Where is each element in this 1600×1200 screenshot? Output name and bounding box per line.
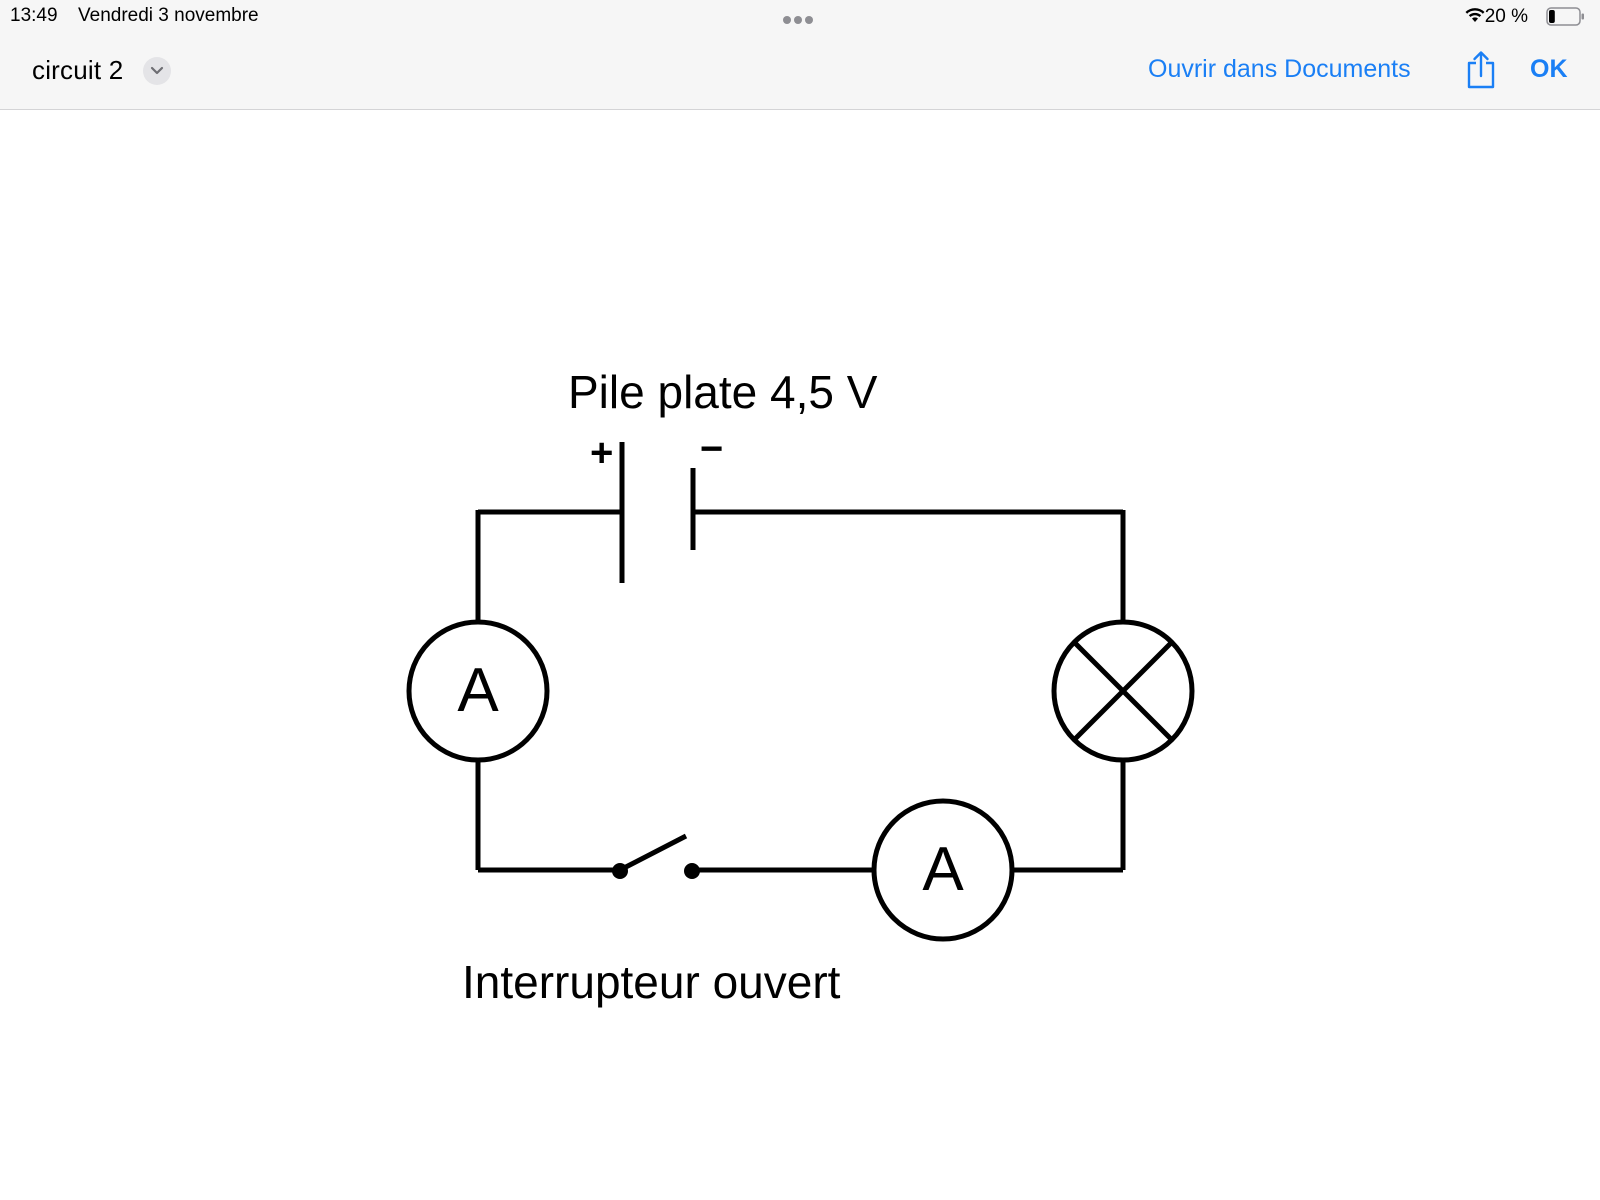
- status-time: 13:49: [10, 5, 58, 26]
- switch-label: Interrupteur ouvert: [462, 956, 841, 1008]
- document-toolbar: circuit 2 Ouvrir dans Documents OK: [0, 32, 1600, 110]
- battery-percent: 20 %: [1484, 6, 1528, 27]
- status-date: Vendredi 3 novembre: [78, 5, 259, 26]
- lamp: [1051, 619, 1195, 763]
- title-menu-button[interactable]: [143, 57, 171, 85]
- wifi-icon: [1465, 8, 1485, 22]
- circuit-diagram: Pile plate 4,5 V + − A A Interrupteur ou…: [406, 366, 1195, 1008]
- lamp-cross-b: [1072, 640, 1174, 742]
- battery-icon: [1546, 7, 1584, 26]
- share-icon[interactable]: [1465, 50, 1497, 90]
- switch-blade: [618, 833, 688, 873]
- status-indicators: 20 %: [1386, 4, 1586, 28]
- document-viewer[interactable]: Pile plate 4,5 V + − A A Interrupteur ou…: [0, 110, 1600, 1200]
- switch-contact-right: [684, 863, 700, 879]
- battery-plus-sign: +: [590, 431, 613, 475]
- multitasking-dots-icon[interactable]: [783, 11, 819, 24]
- done-button[interactable]: OK: [1530, 55, 1568, 83]
- open-in-documents-button[interactable]: Ouvrir dans Documents: [1148, 55, 1411, 83]
- document-title[interactable]: circuit 2: [32, 55, 124, 85]
- ammeter-bottom-label: A: [922, 835, 964, 904]
- battery-label: Pile plate 4,5 V: [568, 366, 878, 418]
- ammeter-left-label: A: [457, 656, 499, 725]
- switch-contact-left: [612, 863, 628, 879]
- ammeter-bottom: [871, 798, 1015, 942]
- status-bar: 13:49 Vendredi 3 novembre 20 %: [0, 0, 1600, 32]
- battery-minus-sign: −: [700, 427, 723, 471]
- chevron-down-icon: [150, 66, 164, 75]
- ammeter-left: [406, 619, 550, 763]
